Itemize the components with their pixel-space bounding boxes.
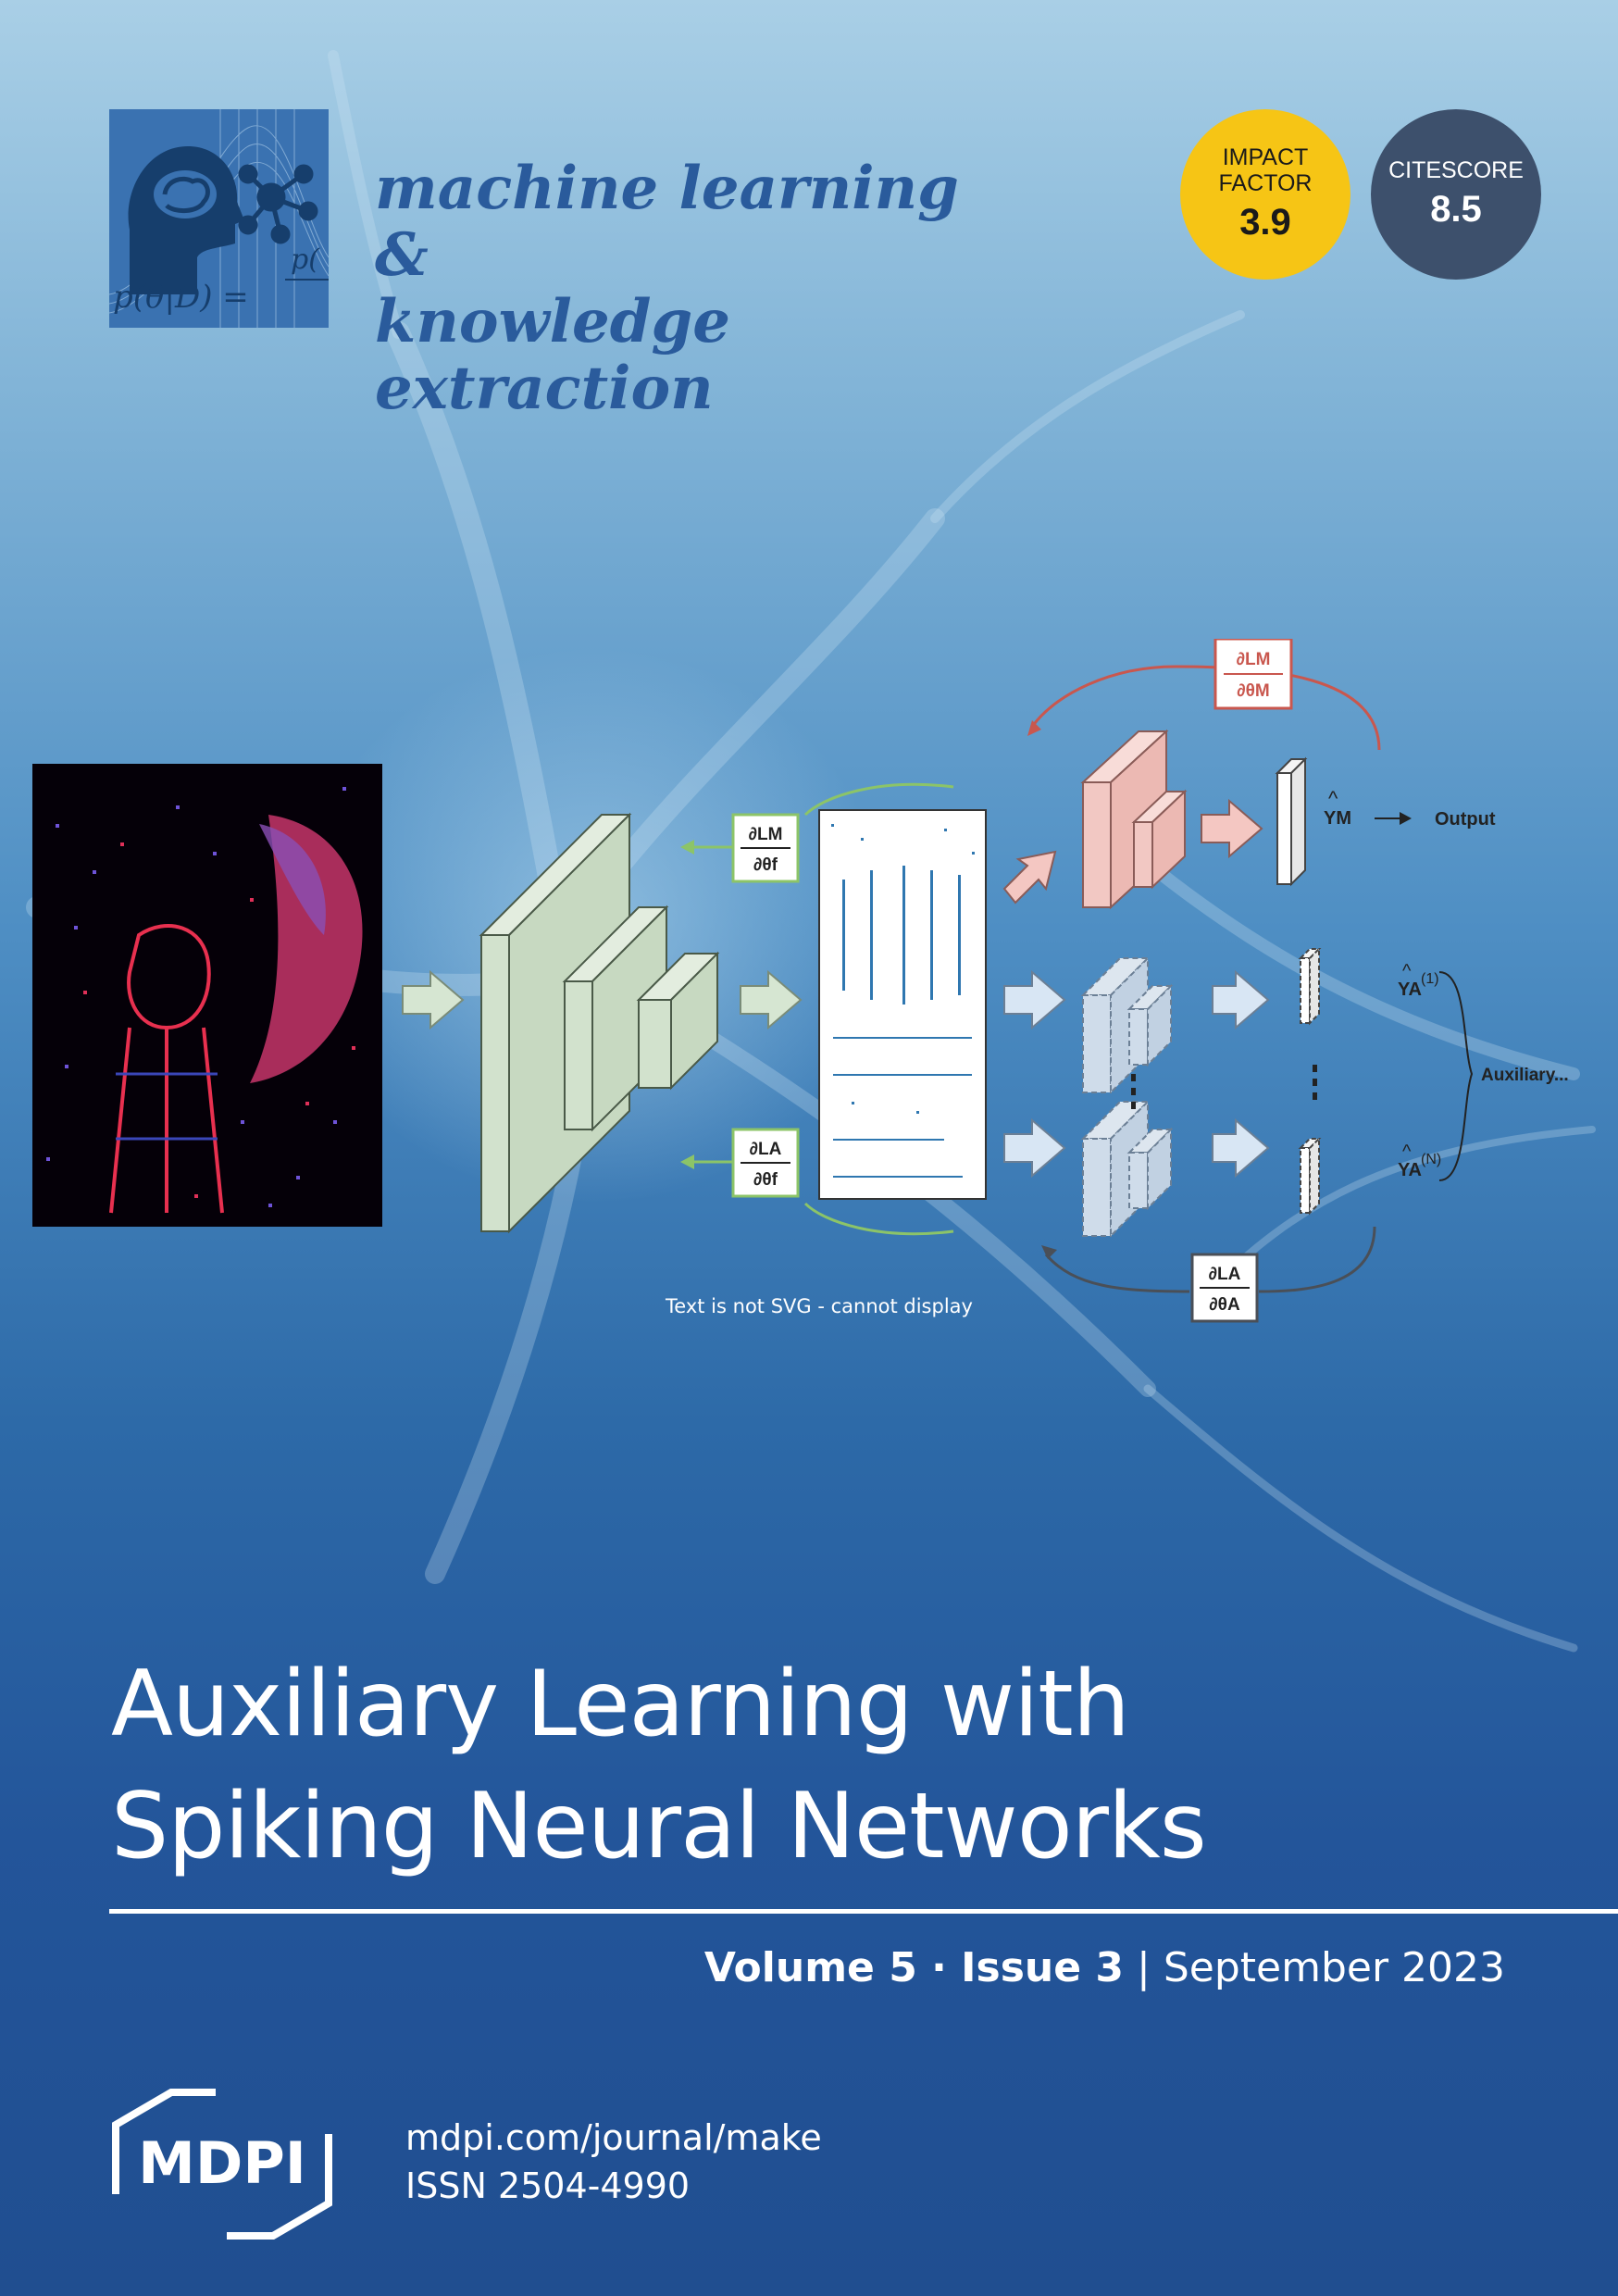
head-silhouette-icon [128, 146, 244, 294]
main-output-block [1275, 756, 1308, 887]
auxiliary-head-n: ^ YA (N) [1003, 1099, 1441, 1239]
event-camera-image [32, 764, 382, 1227]
journal-title: machine learning & knowledge extraction [375, 156, 1023, 422]
journal-info: mdpi.com/journal/make ISSN 2504-4990 [405, 2114, 822, 2210]
shared-encoder-blocks [479, 812, 720, 1234]
issue-date: September 2023 [1163, 1944, 1505, 1991]
citescore-label: CITESCORE [1388, 157, 1524, 183]
svg-text:^: ^ [1328, 787, 1338, 810]
journal-title-line2: knowledge extraction [375, 287, 730, 423]
ellipsis-dots [1131, 1065, 1317, 1109]
citescore-value: 8.5 [1430, 189, 1482, 230]
gradient-la-box: ∂LA ∂θA [1041, 1226, 1376, 1323]
ym-label: YM [1324, 808, 1351, 829]
network-node-icon [238, 164, 318, 244]
ya1-label: YA [1398, 980, 1422, 1000]
svg-text:∂θA: ∂θA [1209, 1295, 1240, 1315]
article-title-line1: Auxiliary Learning with [111, 1652, 1130, 1757]
arrow-icon [1002, 850, 1057, 905]
arrow-icon [402, 969, 465, 1030]
svg-text:∂LA: ∂LA [1209, 1265, 1241, 1284]
issue-info: Volume 5 · Issue 3 | September 2023 [703, 1944, 1505, 1991]
journal-url[interactable]: mdpi.com/journal/make [405, 2117, 822, 2158]
article-title-line2: Spiking Neural Networks [111, 1774, 1207, 1879]
svg-text:^: ^ [1402, 961, 1412, 981]
gradient-lm-box: ∂LM ∂θM [1027, 639, 1381, 751]
svg-text:^: ^ [1402, 1142, 1412, 1162]
citescore-badge: CITESCORE 8.5 [1371, 109, 1541, 280]
gradient-la-f-box: ∂LA ∂θf [680, 1128, 954, 1236]
article-title: Auxiliary Learning with Spiking Neural N… [111, 1643, 1555, 1888]
svg-text:(N): (N) [1421, 1152, 1441, 1167]
impact-factor-value: 3.9 [1239, 202, 1291, 243]
auxiliary-head-1: ^ YA (1) [1003, 946, 1439, 1095]
spike-raster-plot [818, 809, 987, 1200]
logo-formula: p(θ|D) = [113, 279, 249, 316]
issn: ISSN 2504-4990 [405, 2165, 691, 2206]
architecture-diagram: ∂LM ∂θf ∂LA ∂θf ^ [32, 639, 1569, 1323]
brace-icon [1438, 971, 1474, 1181]
svg-text:∂θf: ∂θf [753, 855, 778, 875]
volume-number: Volume 5 [703, 1944, 917, 1991]
mdpi-logo: MDPI [112, 2089, 332, 2240]
issue-number: Issue 3 [961, 1944, 1125, 1991]
svg-text:∂LA: ∂LA [750, 1140, 782, 1159]
journal-title-line1: machine learning & [375, 154, 959, 290]
yan-label: YA [1398, 1160, 1422, 1180]
output-label: Output [1435, 809, 1496, 830]
gradient-lm-f-box: ∂LM ∂θf [680, 782, 954, 883]
logo-formula-fraction: p( [291, 243, 320, 276]
svg-text:∂LM: ∂LM [1237, 650, 1271, 669]
arrow-icon [1201, 798, 1263, 859]
svg-text:∂LM: ∂LM [749, 825, 783, 844]
arrow-icon [740, 969, 803, 1030]
svg-text:(1): (1) [1421, 971, 1439, 987]
svg-text:∂θf: ∂θf [753, 1170, 778, 1190]
figure-caption: Text is not SVG - cannot display [665, 1295, 973, 1317]
mdpi-wordmark: MDPI [138, 2129, 306, 2197]
title-divider [109, 1909, 1618, 1914]
svg-text:∂θM: ∂θM [1237, 681, 1270, 701]
auxiliary-label: Auxiliary... [1481, 1066, 1569, 1085]
journal-logo: p(θ|D) = p( [109, 109, 329, 328]
main-head-blocks [1080, 729, 1188, 910]
